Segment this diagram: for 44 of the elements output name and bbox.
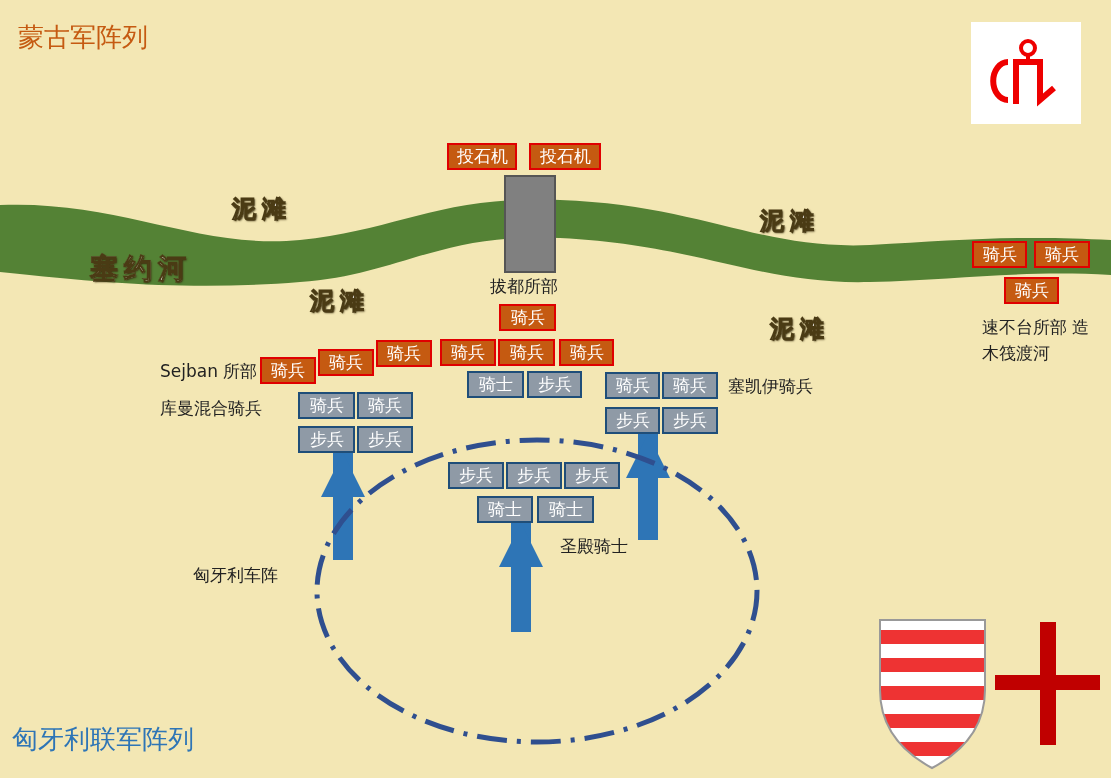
hungarian-unit-box: 步兵 (564, 462, 620, 489)
advance-arrow (499, 523, 543, 632)
unit-group-label: 圣殿骑士 (560, 535, 628, 558)
unit-group-label: 拔都所部 (490, 275, 558, 298)
terrain-label: 泥滩 (232, 194, 292, 225)
mongol-unit-box: 投石机 (529, 143, 601, 170)
mongol-unit-box: 骑兵 (1034, 241, 1090, 268)
hungarian-unit-box: 骑兵 (605, 372, 660, 399)
bridge (504, 175, 556, 273)
mongol-unit-box: 骑兵 (499, 304, 556, 331)
hungarian-unit-box: 步兵 (506, 462, 562, 489)
hungarian-unit-box: 步兵 (357, 426, 413, 453)
terrain-label: 泥滩 (310, 286, 370, 317)
mongol-unit-box: 骑兵 (559, 339, 614, 366)
hungarian-unit-box: 骑兵 (357, 392, 413, 419)
mongol-unit-box: 骑兵 (318, 349, 374, 376)
hungarian-unit-box: 步兵 (298, 426, 355, 453)
unit-group-label: 塞凯伊骑兵 (728, 375, 813, 398)
camp-label: 匈牙利车阵 (193, 564, 278, 587)
hungarian-unit-box: 步兵 (527, 371, 582, 398)
unit-group-label: 库曼混合骑兵 (160, 397, 262, 420)
advance-arrow (321, 453, 365, 560)
hungarian-unit-box: 骑士 (467, 371, 524, 398)
mongol-unit-box: 骑兵 (1004, 277, 1059, 304)
hungarian-unit-box: 步兵 (662, 407, 718, 434)
hungarian-unit-box: 骑兵 (298, 392, 355, 419)
hungarian-unit-box: 骑士 (477, 496, 533, 523)
mongol-unit-box: 骑兵 (376, 340, 432, 367)
mongol-unit-box: 骑兵 (498, 339, 555, 366)
unit-group-label: 速不台所部 造木筏渡河 (982, 316, 1091, 365)
mongol-unit-box: 投石机 (447, 143, 517, 170)
mongol-unit-box: 骑兵 (440, 339, 496, 366)
hungarian-unit-box: 步兵 (448, 462, 504, 489)
hungarian-unit-box: 骑士 (537, 496, 594, 523)
hungarian-unit-box: 骑兵 (662, 372, 718, 399)
terrain-label: 泥滩 (760, 206, 820, 237)
army-title: 蒙古军阵列 (18, 21, 148, 54)
mongol-unit-box: 骑兵 (260, 357, 316, 384)
terrain-label: 泥滩 (770, 314, 830, 345)
unit-group-label: Sejban 所部 (160, 360, 258, 383)
army-title: 匈牙利联军阵列 (12, 723, 194, 756)
mongol-unit-box: 骑兵 (972, 241, 1027, 268)
advance-arrow (626, 434, 670, 540)
hungarian-unit-box: 步兵 (605, 407, 660, 434)
